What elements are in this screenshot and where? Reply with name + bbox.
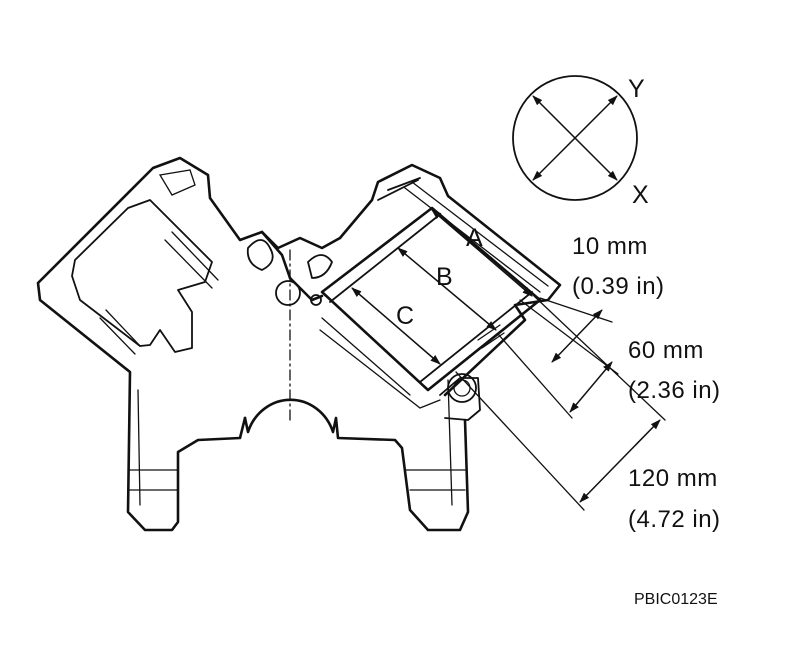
figure-code: PBIC0123E	[634, 591, 718, 608]
measure-arrow-b	[397, 247, 497, 331]
dim-60mm-metric: 60 mm	[628, 337, 704, 364]
dimension-labels: 10 mm (0.39 in) 60 mm (2.36 in) 120 mm (…	[572, 233, 721, 533]
measure-arrow-c	[351, 287, 441, 365]
engine-block	[36, 156, 562, 532]
bolt-hole-right	[447, 373, 477, 403]
measure-label-c: C	[396, 302, 414, 330]
measurement-positions: A B C	[351, 209, 533, 365]
direction-label-x: X	[632, 181, 649, 209]
dim-60mm-imperial: (2.36 in)	[628, 377, 721, 404]
dim-arrow-10mm	[551, 309, 603, 363]
dim-120mm-imperial: (4.72 in)	[628, 506, 721, 533]
dim-arrow-120mm	[579, 419, 661, 503]
dim-120mm-metric: 120 mm	[628, 465, 718, 492]
direction-label-y: Y	[628, 75, 645, 103]
valley-hole-left	[275, 280, 301, 306]
direction-circle	[512, 75, 638, 201]
direction-arrow-x	[532, 95, 618, 181]
direction-indicator: Y X	[512, 75, 649, 209]
measure-label-b: B	[436, 263, 453, 291]
dimension-lines	[455, 295, 666, 511]
dim-10mm-imperial: (0.39 in)	[572, 273, 665, 300]
dim-10mm-metric: 10 mm	[572, 233, 648, 260]
dim-arrow-60mm	[569, 361, 613, 413]
measure-label-a: A	[466, 224, 483, 252]
valley-hole-small	[310, 294, 322, 306]
bolt-hole-right-inner	[453, 379, 471, 397]
